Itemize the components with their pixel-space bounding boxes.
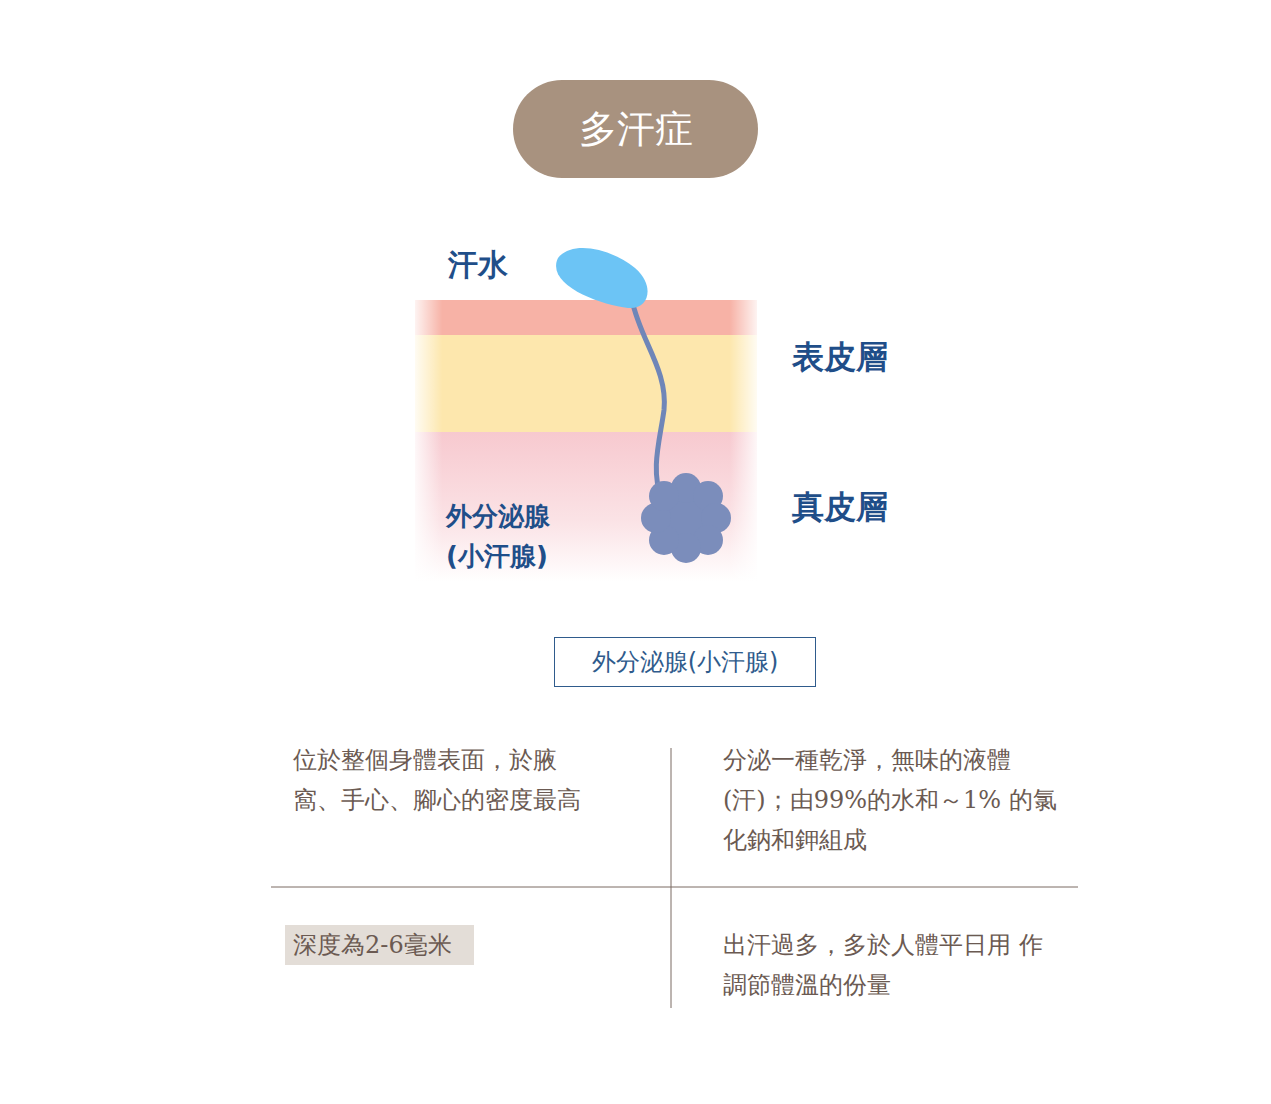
gland-cluster xyxy=(641,473,731,563)
sweat-duct xyxy=(632,300,664,500)
table-cell: 位於整個身體表面，於腋 窩、手心、腳心的密度最高 xyxy=(293,740,611,820)
table-cell: 出汗過多，多於人體平日用 作調節體溫的份量 xyxy=(723,925,1061,1005)
label-box: 外分泌腺(小汗腺) xyxy=(554,637,816,687)
title-pill: 多汗症 xyxy=(513,80,758,178)
table-cell: 深度為2-6毫米 xyxy=(285,925,474,965)
edge-fade xyxy=(415,300,757,582)
title-text: 多汗症 xyxy=(579,104,693,155)
layer-label: 表皮層 xyxy=(792,335,952,379)
table-rule xyxy=(671,748,672,1008)
part-label: 外分泌腺 (小汗腺) xyxy=(446,496,571,576)
table-rule xyxy=(271,887,1078,888)
part-label: 汗水 xyxy=(448,245,568,285)
box-text: 外分泌腺(小汗腺) xyxy=(592,646,779,678)
table-cell: 分泌一種乾淨，無味的液體 (汗)；由99%的水和～1% 的氯化鈉和鉀組成 xyxy=(723,740,1061,860)
sweat-drop xyxy=(556,248,648,308)
layer-label: 真皮層 xyxy=(792,485,952,529)
